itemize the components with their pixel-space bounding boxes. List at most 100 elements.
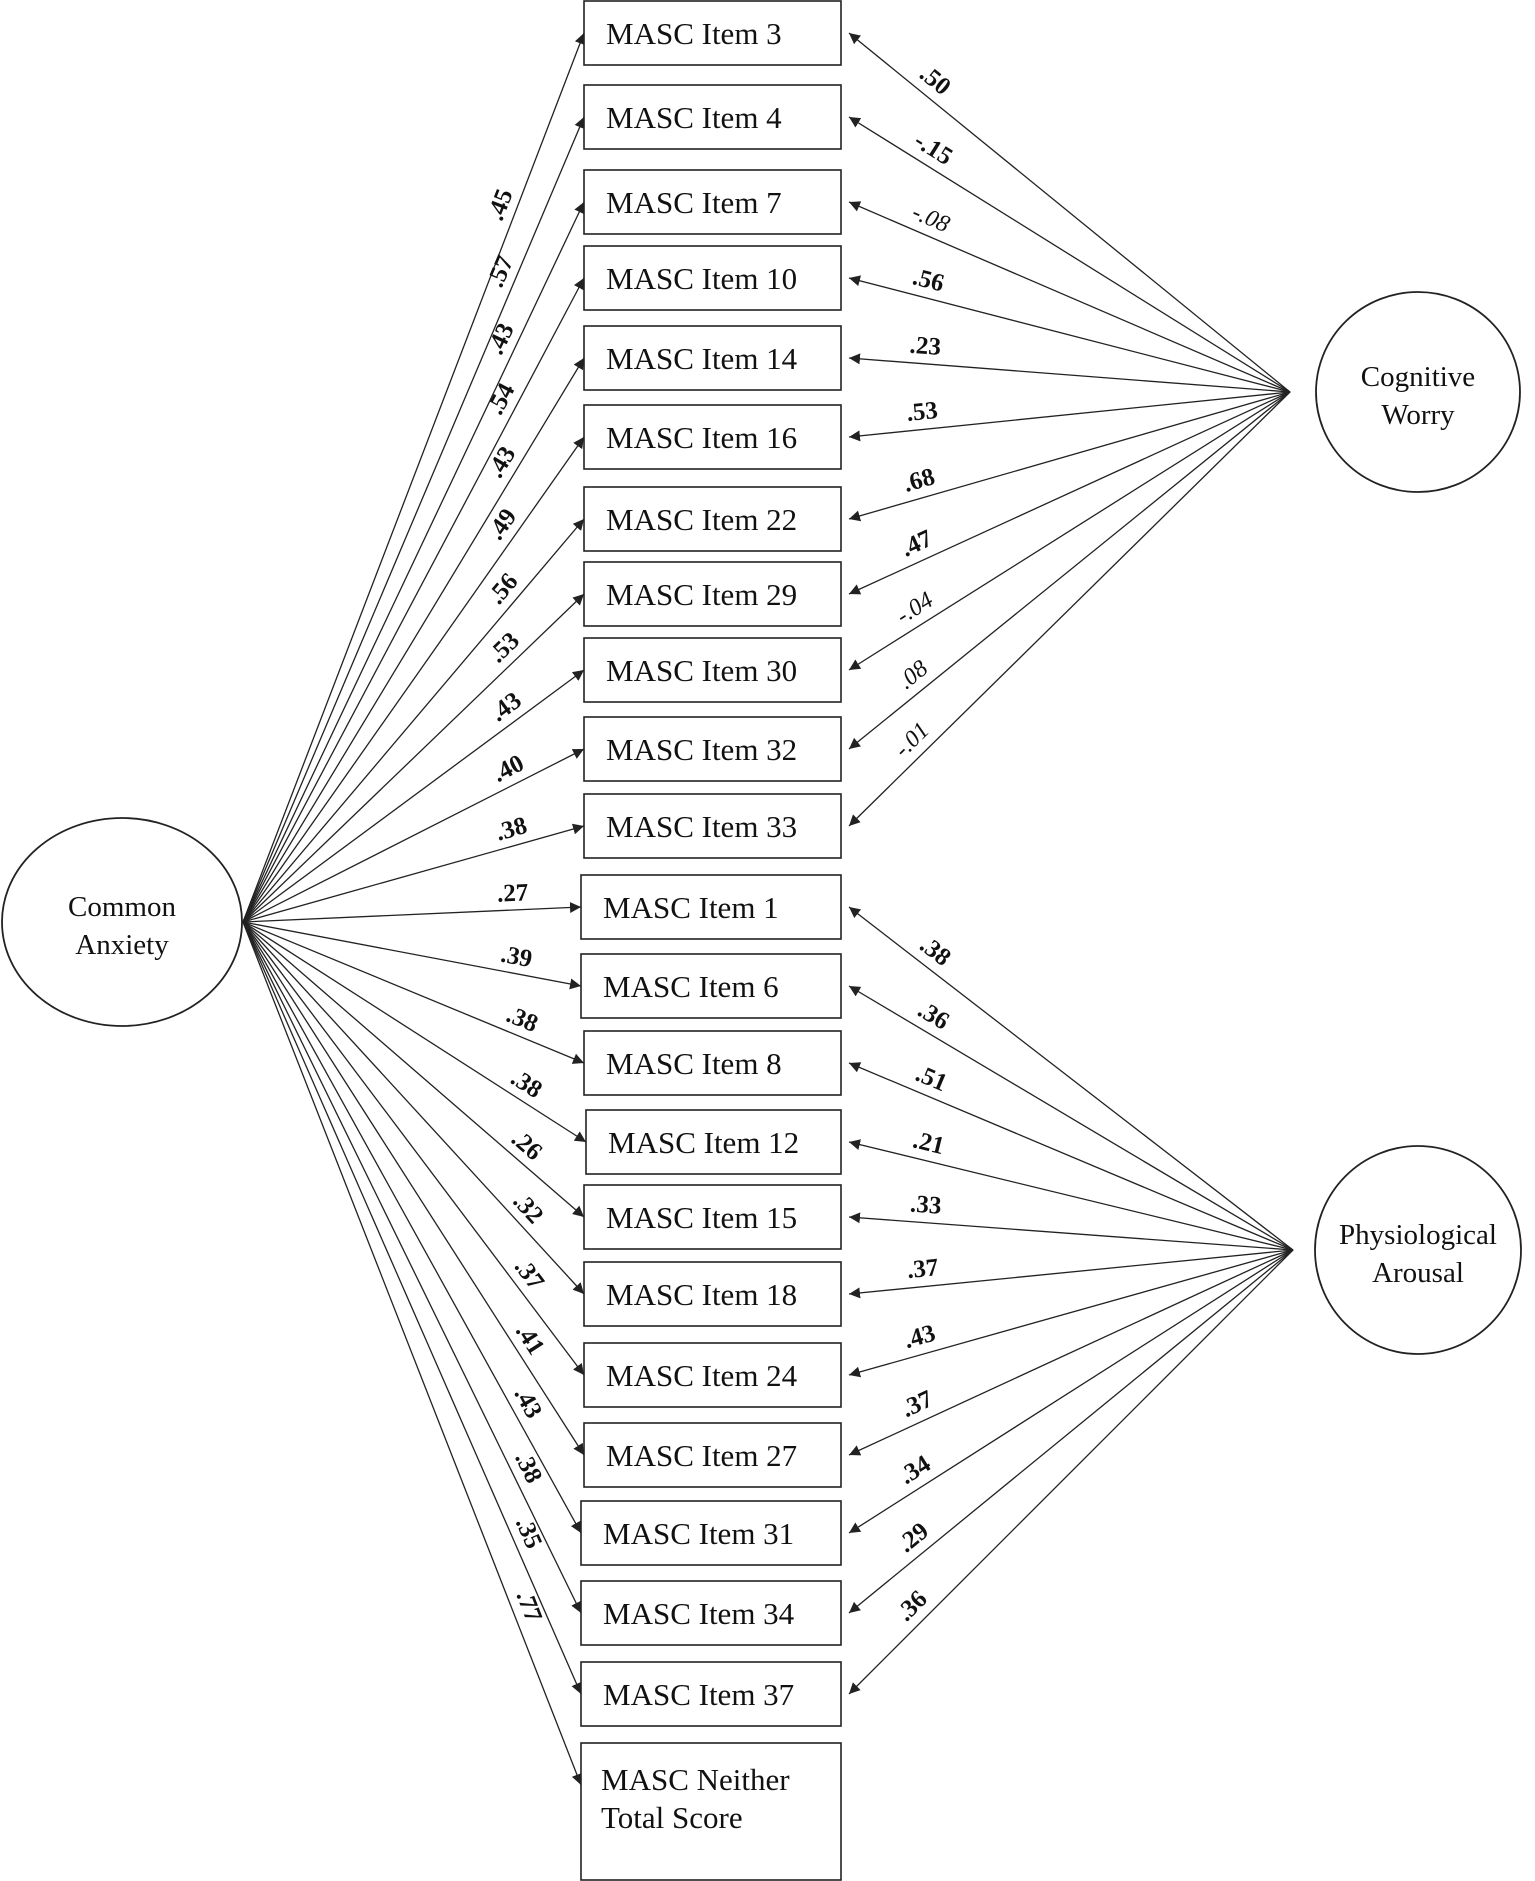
common-path <box>242 921 585 1295</box>
item-rect <box>583 0 842 66</box>
item-label: MASC Item 1 <box>603 890 779 925</box>
item-box: MASC Item 31 <box>580 1500 842 1566</box>
worry-path <box>848 116 1291 393</box>
factor-cognitive-worry-label: Cognitive <box>1361 361 1475 393</box>
arousal-path <box>848 1139 1294 1251</box>
arousal-path <box>848 1249 1294 1378</box>
item-rect <box>580 1580 842 1646</box>
arousal-loading-label: .36 <box>892 1586 933 1627</box>
item-label: MASC Item 32 <box>606 732 797 767</box>
common-path <box>242 201 585 923</box>
common-loading-label: .43 <box>485 687 526 727</box>
worry-path <box>848 391 1291 827</box>
item-rect <box>583 561 842 627</box>
common-loading-label: .38 <box>503 1001 542 1038</box>
arousal-loading-label: .33 <box>909 1191 942 1220</box>
worry-loading-label: .50 <box>914 60 955 101</box>
common-loading-label: .43 <box>482 442 521 483</box>
factor-common-anxiety-label: Common <box>68 891 176 923</box>
worry-path <box>848 391 1291 750</box>
common-path <box>242 921 582 1534</box>
item-label: MASC Item 34 <box>603 1596 795 1631</box>
arousal-loading-label: .29 <box>893 1517 934 1558</box>
common-path <box>242 921 585 1064</box>
item-label: MASC Item 4 <box>606 100 782 135</box>
item-rect <box>583 716 842 782</box>
item-box: MASC Item 6 <box>580 953 842 1019</box>
arousal-path <box>848 1249 1294 1299</box>
factor-common-anxiety-label: Anxiety <box>75 929 169 961</box>
common-path <box>242 32 586 923</box>
worry-path <box>848 32 1291 393</box>
item-box: MASC Item 18 <box>583 1261 842 1327</box>
factor-physiological-arousal-label: Arousal <box>1372 1257 1464 1289</box>
worry-path <box>848 391 1291 522</box>
item-rect <box>583 1422 842 1488</box>
item-rect <box>583 245 842 311</box>
item-box: MASC Item 27 <box>583 1422 842 1488</box>
item-box: MASC Item 15 <box>583 1184 842 1250</box>
item-box: MASC Item 16 <box>583 404 842 470</box>
worry-loading-label: .53 <box>905 397 939 427</box>
item-label: MASC Item 29 <box>606 577 797 612</box>
item-label: MASC Item 6 <box>603 969 779 1004</box>
item-label: MASC Item 10 <box>606 261 797 296</box>
item-rect <box>583 1261 842 1327</box>
item-rect <box>583 325 842 391</box>
arousal-path <box>848 1249 1294 1456</box>
worry-loading-label: .23 <box>909 332 942 361</box>
common-loading-label: .56 <box>483 568 524 609</box>
arousal-loading-label: .37 <box>906 1254 940 1284</box>
item-box: MASC Item 34 <box>580 1580 842 1646</box>
common-path <box>242 357 585 923</box>
common-loading-label: .39 <box>499 941 535 973</box>
item-rect <box>583 637 842 703</box>
item-rect <box>583 1342 842 1408</box>
item-box: MASC Item 1 <box>580 874 842 940</box>
item-box: MASC Item 3 <box>583 0 842 66</box>
common-loading-label: .26 <box>506 1125 547 1166</box>
factor-cognitive-worry-label: Worry <box>1381 399 1455 431</box>
common-path <box>242 669 585 923</box>
common-loading-label: .37 <box>509 1254 549 1295</box>
arousal-path <box>848 906 1294 1251</box>
arousal-path <box>848 1062 1294 1251</box>
item-label: MASC Item 3 <box>606 16 782 51</box>
item-label: MASC Item 8 <box>606 1046 782 1081</box>
common-path <box>242 116 585 923</box>
item-box: MASC Item 33 <box>583 793 842 859</box>
item-label: MASC Item 22 <box>606 502 797 537</box>
item-label: Total Score <box>601 1800 743 1835</box>
common-path <box>242 593 585 923</box>
arousal-loading-label: .36 <box>913 996 954 1035</box>
worry-path <box>848 391 1291 442</box>
common-path <box>242 921 585 1456</box>
worry-loading-label: .68 <box>900 463 938 498</box>
arousal-path <box>848 1249 1294 1534</box>
worry-loading-label: .08 <box>893 656 933 695</box>
arousal-loading-label: .34 <box>895 1450 936 1490</box>
worry-loading-label: -.01 <box>889 718 934 763</box>
item-label: MASC Neither <box>601 1762 790 1797</box>
common-path <box>242 921 582 1614</box>
worry-path <box>848 353 1291 393</box>
item-rect <box>580 953 842 1019</box>
arousal-path <box>848 1212 1294 1251</box>
item-box: MASC Item 22 <box>583 486 842 552</box>
item-label: MASC Item 7 <box>606 185 782 220</box>
item-label: MASC Item 37 <box>603 1677 794 1712</box>
item-box: MASC Item 4 <box>583 84 842 150</box>
worry-path <box>848 275 1291 393</box>
arousal-path <box>848 985 1294 1251</box>
worry-loading-label: -.04 <box>892 587 938 629</box>
item-label: MASC Item 33 <box>606 809 797 844</box>
worry-path <box>848 391 1291 595</box>
item-box: MASC Item 8 <box>583 1030 842 1096</box>
arousal-loading-label: .38 <box>915 931 956 971</box>
common-loading-label: .27 <box>496 879 528 907</box>
item-label: MASC Item 30 <box>606 653 797 688</box>
common-path <box>242 823 585 923</box>
common-loading-label: .54 <box>482 379 521 420</box>
